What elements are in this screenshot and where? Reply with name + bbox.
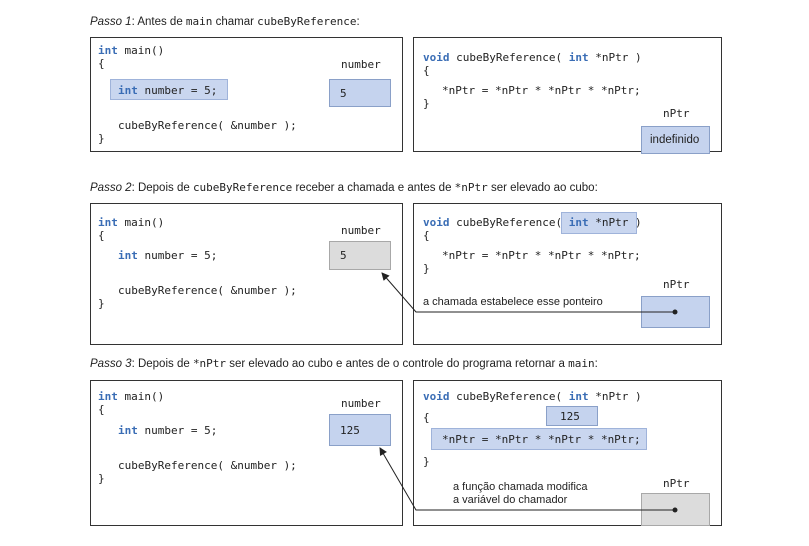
caption-text: : Antes de bbox=[131, 16, 186, 28]
step3-number-box: 125 bbox=[329, 414, 391, 446]
keyword-int: int bbox=[118, 424, 138, 437]
step3-main-panel bbox=[90, 380, 403, 526]
caption-text: ser elevado ao cubo e antes de o control… bbox=[226, 358, 569, 370]
step1-func-line1: void cubeByReference( int *nPtr ) bbox=[423, 51, 642, 64]
keyword-void: void bbox=[423, 216, 450, 229]
caption-text: : bbox=[594, 358, 598, 370]
step3-main-line2: { bbox=[98, 403, 105, 416]
step2-func-line1: void cubeByReference( int *nPtr ) bbox=[423, 216, 642, 229]
step3-main-line1: int main() bbox=[98, 390, 165, 403]
step1-func-line2: { bbox=[423, 64, 430, 77]
keyword-int: int bbox=[98, 216, 118, 229]
step1-nptr-box: indefinido bbox=[641, 126, 710, 154]
step2-main-line2: { bbox=[98, 229, 105, 242]
step3-func-line3: *nPtr = *nPtr * *nPtr * *nPtr; bbox=[442, 433, 641, 446]
caption-text: receber a chamada e antes de bbox=[292, 182, 455, 194]
caption-text: chamar bbox=[212, 16, 258, 28]
keyword-int: int bbox=[98, 390, 118, 403]
step2-number-box: 5 bbox=[329, 241, 391, 270]
step2-func-line3: *nPtr = *nPtr * *nPtr * *nPtr; bbox=[442, 249, 641, 262]
step3-note-line2: a variável do chamador bbox=[453, 494, 568, 506]
caption-code: main bbox=[185, 15, 213, 28]
step2-main-line3: int number = 5; bbox=[118, 249, 218, 262]
step1-number-label: number bbox=[341, 58, 381, 71]
step3-note-line1: a função chamada modifica bbox=[453, 481, 588, 493]
step1-main-line3: int number = 5; bbox=[118, 84, 218, 97]
step2-caption: Passo 2: Depois de cubeByReference receb… bbox=[90, 181, 598, 194]
step3-number-label: number bbox=[341, 397, 381, 410]
step1-caption: Passo 1: Antes de main chamar cubeByRefe… bbox=[90, 15, 360, 28]
step2-func-line2: { bbox=[423, 229, 430, 242]
caption-text: ser elevado ao cubo: bbox=[487, 182, 598, 194]
step3-main-line5: } bbox=[98, 472, 105, 485]
step3-func-line2: { bbox=[423, 411, 430, 424]
caption-code: cubeByReference bbox=[257, 15, 357, 28]
step1-main-line5: } bbox=[98, 132, 105, 145]
keyword-int: int bbox=[568, 51, 589, 64]
step3-nptr-label: nPtr bbox=[663, 477, 690, 490]
step2-param-highlight bbox=[561, 212, 637, 234]
caption-code: main bbox=[568, 357, 595, 370]
step1-caption-label: Passo 1 bbox=[90, 16, 132, 28]
keyword-int: int bbox=[118, 249, 138, 262]
caption-code: *nPtr bbox=[454, 181, 488, 194]
step3-func-line1: void cubeByReference( int *nPtr ) bbox=[423, 390, 642, 403]
step3-statement-highlight bbox=[431, 428, 647, 450]
step2-main-line1: int main() bbox=[98, 216, 165, 229]
keyword-void: void bbox=[423, 51, 450, 64]
step3-pointer-arrow bbox=[379, 447, 675, 511]
step2-main-panel bbox=[90, 203, 403, 345]
keyword-int: int bbox=[568, 390, 589, 403]
step3-result-box: 125 bbox=[546, 406, 598, 426]
step2-pointer-arrow bbox=[381, 272, 675, 313]
step1-nptr-label: nPtr bbox=[663, 107, 690, 120]
keyword-int: int bbox=[98, 44, 118, 57]
step3-main-line3: int number = 5; bbox=[118, 424, 218, 437]
step2-main-line5: } bbox=[98, 297, 105, 310]
step1-func-line3: *nPtr = *nPtr * *nPtr * *nPtr; bbox=[442, 84, 641, 97]
caption-code: cubeByReference bbox=[192, 181, 293, 194]
step3-caption: Passo 3: Depois de *nPtr ser elevado ao … bbox=[90, 357, 598, 370]
step2-nptr-label: nPtr bbox=[663, 278, 690, 291]
step2-note: a chamada estabelece esse ponteiro bbox=[423, 296, 603, 308]
step2-caption-label: Passo 2 bbox=[90, 182, 132, 194]
step3-func-line4: } bbox=[423, 455, 430, 468]
keyword-int: int bbox=[118, 84, 138, 97]
step2-number-label: number bbox=[341, 224, 381, 237]
caption-text: : bbox=[356, 16, 360, 28]
caption-text: : Depois de bbox=[131, 182, 193, 194]
step1-number-box: 5 bbox=[329, 79, 391, 107]
keyword-int: int bbox=[568, 216, 589, 229]
step1-main-line4: cubeByReference( &number ); bbox=[118, 119, 297, 132]
step2-main-line4: cubeByReference( &number ); bbox=[118, 284, 297, 297]
step1-main-line1: int main() bbox=[98, 44, 165, 57]
step1-func-line4: } bbox=[423, 97, 430, 110]
caption-code: *nPtr bbox=[192, 357, 227, 370]
step3-main-line4: cubeByReference( &number ); bbox=[118, 459, 297, 472]
keyword-void: void bbox=[423, 390, 450, 403]
step2-func-line4: } bbox=[423, 262, 430, 275]
step1-number-highlight bbox=[110, 79, 228, 100]
step3-caption-label: Passo 3 bbox=[90, 358, 132, 370]
step1-main-line2: { bbox=[98, 57, 105, 70]
caption-text: : Depois de bbox=[131, 358, 193, 370]
